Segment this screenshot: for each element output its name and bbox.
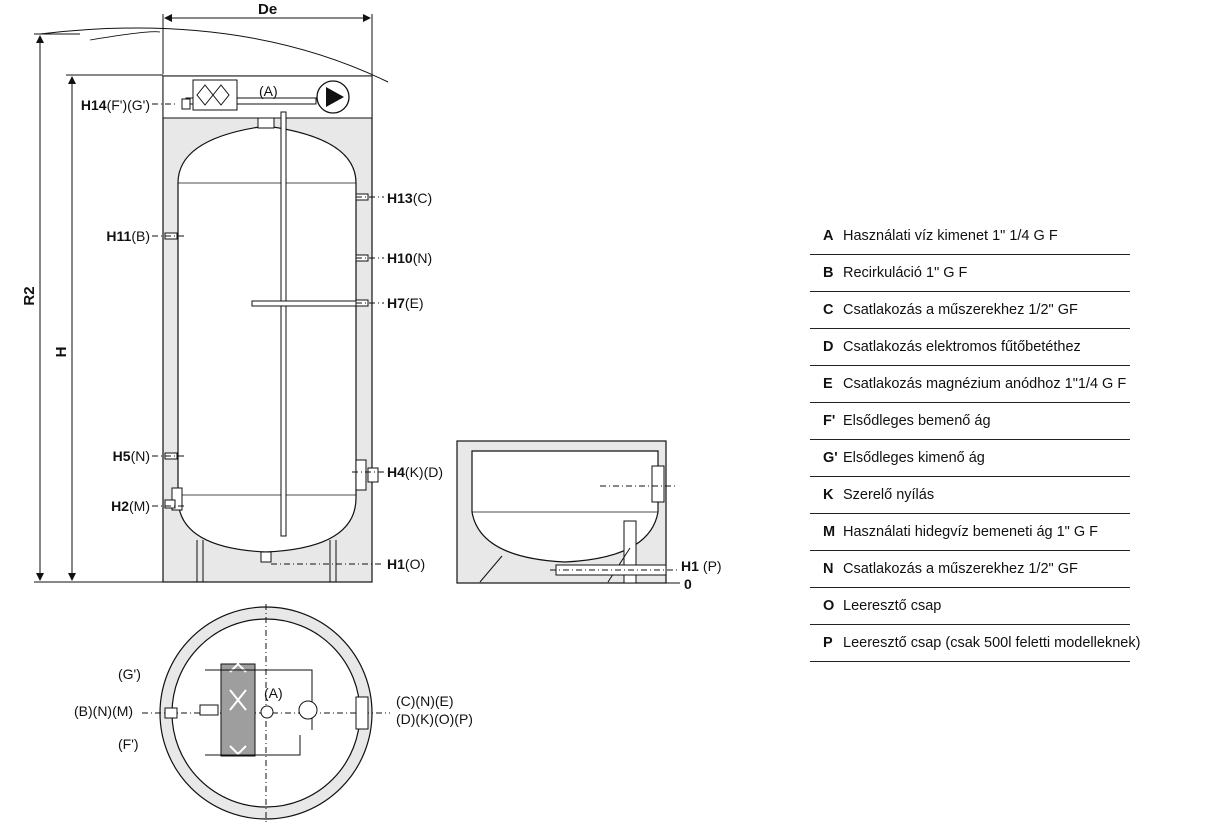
r2-dimension (34, 33, 163, 583)
legend-key: A (823, 228, 834, 244)
r2-label: R2 (21, 286, 38, 305)
legend-key: G' (823, 450, 838, 466)
legend-text: Leeresztő csap (843, 598, 942, 614)
leader-lines (152, 103, 384, 565)
legend-row: N Csatlakozás a műszerekhez 1/2" GF (810, 551, 1130, 588)
pipe-a-tag: (A) (259, 83, 278, 99)
top-left-tag: (B)(N)(M) (74, 703, 133, 719)
legend-text: Recirkuláció 1" G F (843, 265, 968, 281)
legend-text: Csatlakozás elektromos fűtőbetéthez (843, 339, 1081, 355)
label-h13: H13(C) (387, 190, 432, 206)
tank-vessel (177, 125, 357, 553)
legend-text: Csatlakozás magnézium anódhoz 1"1/4 G F (843, 376, 1127, 392)
side-view: H1(P) 0 (456, 440, 722, 592)
legend-text: Elsődleges bemenő ág (843, 413, 991, 429)
heat-exchanger-symbol (192, 79, 238, 111)
legend-row: K Szerelő nyílás (810, 477, 1130, 514)
legend-key: O (823, 598, 835, 614)
top-f-tag: (F') (118, 736, 139, 752)
h-label: H (53, 347, 70, 358)
de-dimension (162, 14, 373, 80)
legend-key: E (823, 376, 833, 392)
legend-row: M Használati hidegvíz bemeneti ág 1" G F (810, 514, 1130, 551)
tilt-radius-arc (39, 27, 389, 83)
de-label: De (258, 1, 277, 18)
legend-key: P (823, 635, 833, 651)
label-h1: H1(O) (387, 556, 425, 572)
legend-row: G' Elsődleges kimenő ág (810, 440, 1130, 477)
label-h2: H2(M) (111, 498, 150, 514)
legend-table: A Használati víz kimenet 1" 1/4 G F B Recir… (810, 218, 1140, 662)
legend-row: E Csatlakozás magnézium anódhoz 1"1/4 G F (810, 366, 1130, 403)
front-view: De R2 H (21, 1, 443, 583)
legend-key: N (823, 561, 834, 577)
legend-key: M (823, 524, 836, 540)
label-h1-p: H1(P) (681, 558, 722, 574)
legend-text: Elsődleges kimenő ág (843, 450, 985, 466)
legend-row: A Használati víz kimenet 1" 1/4 G F (810, 218, 1130, 255)
legend-row: C Csatlakozás a műszerekhez 1/2" GF (810, 292, 1130, 329)
exchanger-block (220, 663, 256, 757)
label-zero: 0 (684, 576, 692, 592)
h-dimension (66, 74, 163, 581)
top-right-tag-1: (C)(N)(E) (396, 693, 454, 709)
legend-key: F' (823, 413, 836, 429)
legend-key: D (823, 339, 834, 355)
legend-text: Szerelő nyílás (843, 487, 935, 503)
legend-row: B Recirkuláció 1" G F (810, 255, 1130, 292)
top-g-tag: (G') (118, 666, 141, 682)
legend-text: Használati víz kimenet 1" 1/4 G F (843, 228, 1058, 244)
label-h14: H14(F')(G') (81, 97, 150, 113)
legend-key: B (823, 265, 834, 281)
legend-key: C (823, 302, 834, 318)
tank-legs (196, 540, 337, 582)
legend-text: Csatlakozás a műszerekhez 1/2" GF (843, 561, 1078, 577)
legend-text: Csatlakozás a műszerekhez 1/2" GF (843, 302, 1078, 318)
legend-text: Leeresztő csap (csak 500l feletti modell… (843, 635, 1141, 651)
label-h11: H11(B) (106, 228, 150, 244)
top-right-tag-2: (D)(K)(O)(P) (396, 711, 473, 727)
label-h10: H10(N) (387, 250, 432, 266)
heater-bar (251, 300, 357, 307)
legend-key: K (823, 487, 834, 503)
side-vessel (471, 450, 659, 563)
label-h7: H7(E) (387, 295, 424, 311)
legend-row: P Leeresztő csap (csak 500l feletti model… (810, 625, 1140, 662)
top-view: (A) (G') (F') (B)(N)(M) (C)(N)(E) (D)(K)… (74, 604, 473, 824)
label-h5: H5(N) (113, 448, 150, 464)
label-h4: H4(K)(D) (387, 464, 443, 480)
legend-row: O Leeresztő csap (810, 588, 1130, 625)
top-a-tag: (A) (264, 685, 283, 701)
legend-row: F' Elsődleges bemenő ág (810, 403, 1130, 440)
legend-text: Használati hidegvíz bemeneti ág 1" G F (843, 524, 1099, 540)
anode-rod (280, 111, 287, 537)
legend-row: D Csatlakozás elektromos fűtőbetéthez (810, 329, 1130, 366)
